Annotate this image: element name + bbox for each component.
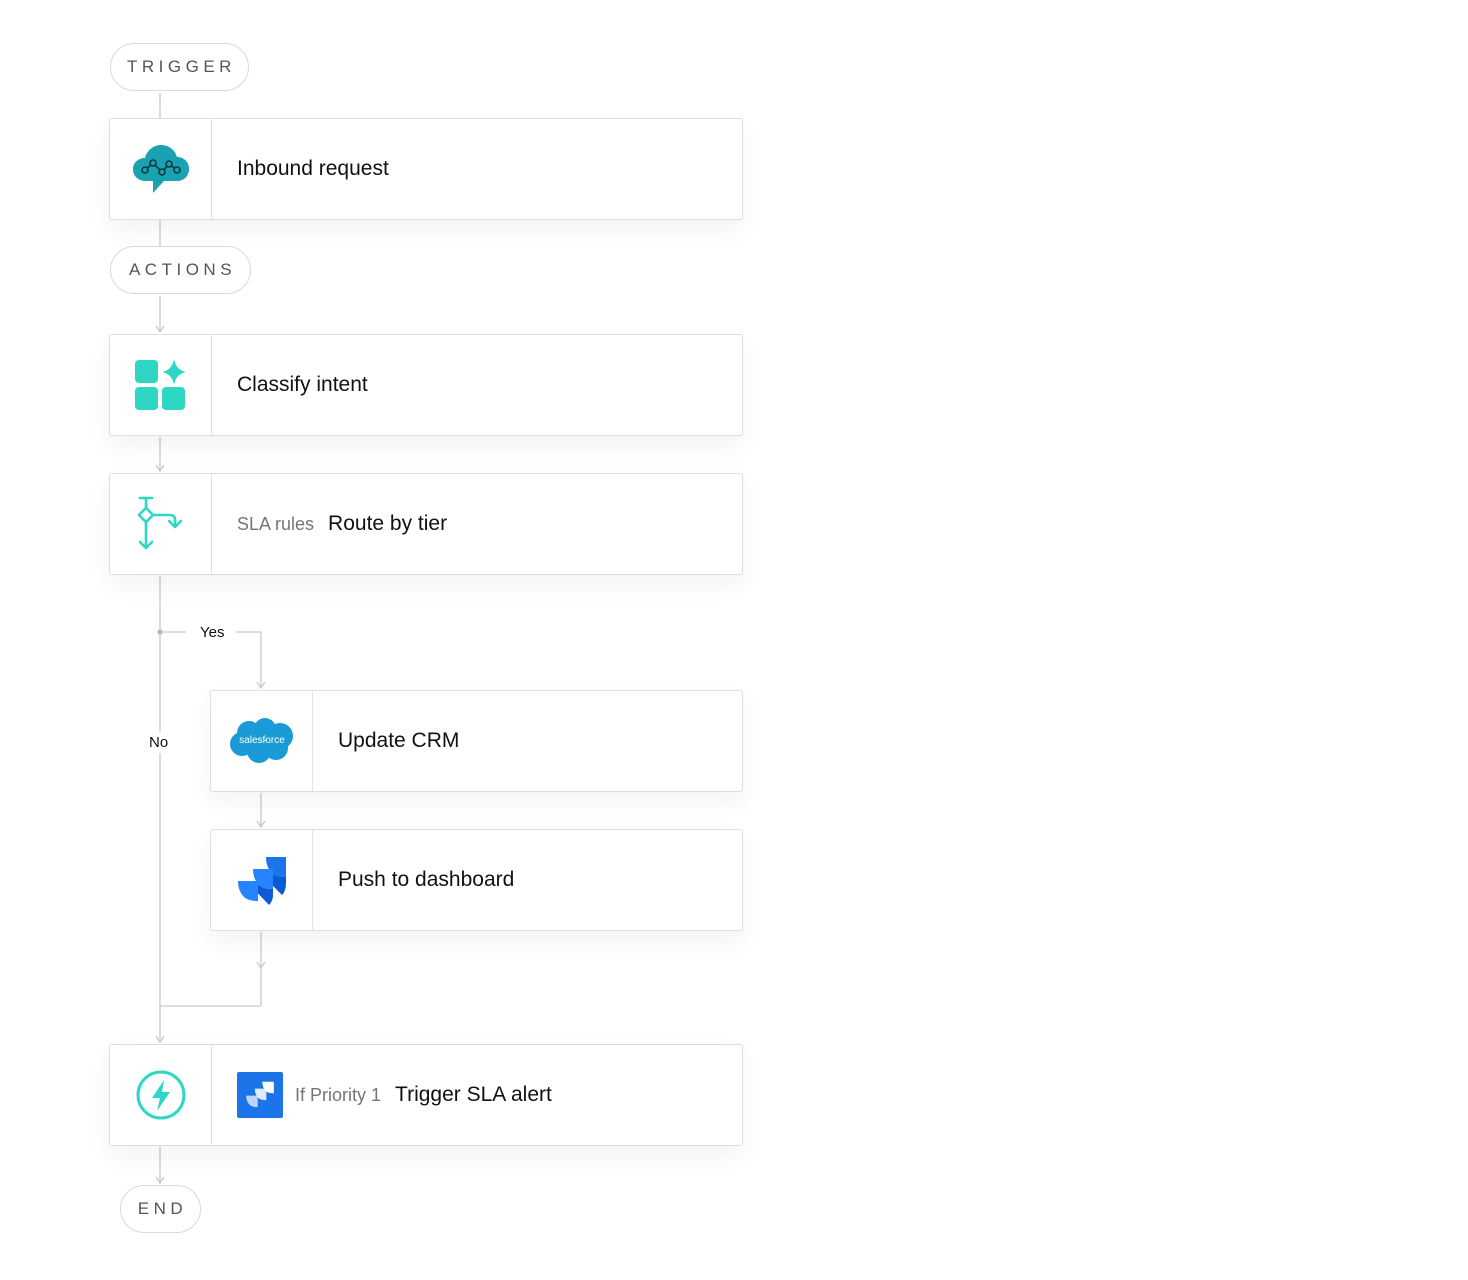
- branch-yes-label: Yes: [198, 624, 227, 641]
- step-label-cell: Inbound request: [212, 119, 389, 219]
- step-title: Route by tier: [328, 512, 448, 535]
- step-condition-prefix: If Priority 1: [295, 1084, 382, 1105]
- lightning-bolt-icon: [136, 1070, 185, 1120]
- end-section-label: END: [120, 1185, 201, 1233]
- step-label-cell: Push to dashboard: [313, 830, 514, 930]
- step-title: Trigger SLA alert: [395, 1083, 552, 1106]
- step-icon-cell: [211, 830, 313, 930]
- step-label-cell: SLA rules Route by tier: [212, 474, 447, 574]
- step-trigger-sla-alert[interactable]: If Priority 1 Trigger SLA alert: [109, 1044, 743, 1146]
- step-classify-intent[interactable]: Classify intent: [109, 334, 743, 436]
- step-update-crm[interactable]: salesforce Update CRM: [210, 690, 743, 792]
- step-label-cell: Update CRM: [313, 691, 459, 791]
- step-icon-cell: [110, 335, 212, 435]
- step-title: Inbound request: [237, 157, 389, 180]
- step-title: Update CRM: [338, 729, 460, 752]
- step-route-by-tier[interactable]: SLA rules Route by tier: [109, 473, 743, 575]
- step-icon-cell: [110, 474, 212, 574]
- step-label-cell: If Priority 1 Trigger SLA alert: [212, 1045, 552, 1145]
- trigger-section-label: TRIGGER: [110, 43, 249, 91]
- salesforce-logo-icon: salesforce: [229, 718, 293, 763]
- step-icon-cell: [110, 1045, 212, 1145]
- step-label-cell: Classify intent: [212, 335, 368, 435]
- step-title: Classify intent: [237, 373, 368, 396]
- step-push-to-dashboard[interactable]: Push to dashboard: [210, 829, 743, 931]
- actions-section-label: ACTIONS: [110, 246, 251, 294]
- apps-sparkle-icon: [134, 359, 186, 410]
- step-title: Push to dashboard: [338, 868, 515, 891]
- step-inbound-request[interactable]: Inbound request: [109, 118, 743, 220]
- cloud-chat-icon: [132, 145, 189, 193]
- step-icon-cell: [110, 119, 212, 219]
- branch-no-label: No: [148, 732, 170, 753]
- jira-badge: [237, 1072, 283, 1118]
- jira-logo-icon: [246, 1081, 274, 1108]
- jira-logo-icon: [237, 857, 286, 905]
- branch-icon: [137, 496, 182, 550]
- step-condition-prefix: SLA rules: [237, 513, 315, 534]
- step-icon-cell: salesforce: [211, 691, 313, 791]
- salesforce-logo-text: salesforce: [239, 735, 285, 746]
